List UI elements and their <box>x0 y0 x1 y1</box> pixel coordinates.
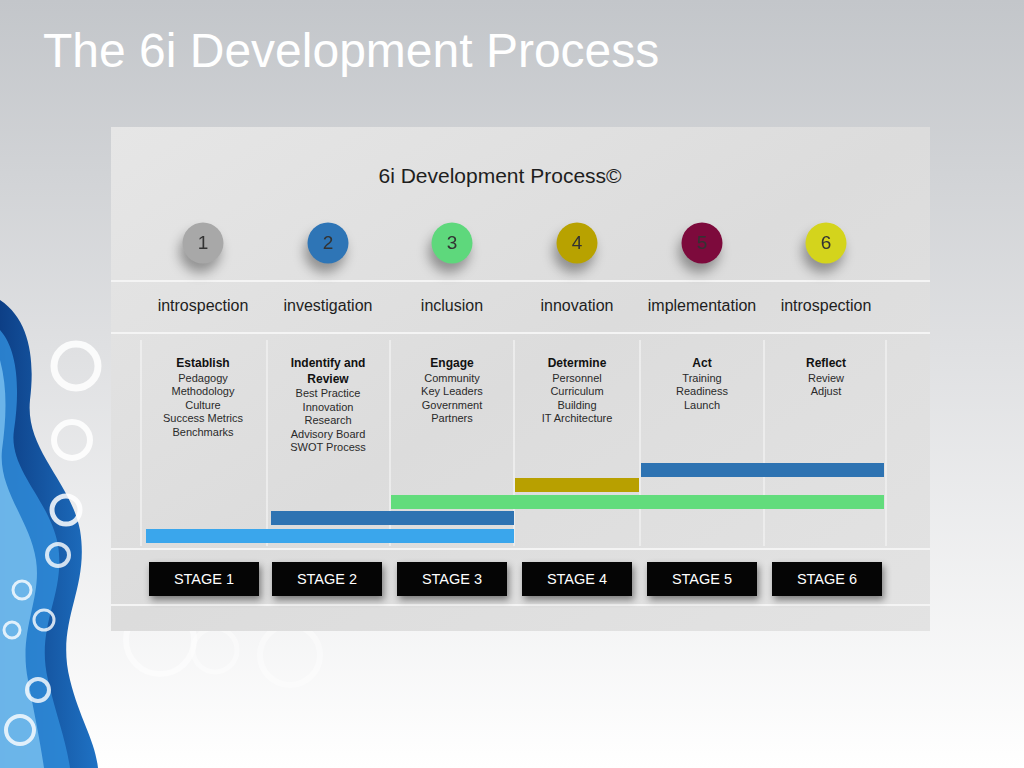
step-item: Innovation <box>278 401 378 415</box>
stage-box: STAGE 3 <box>397 562 507 596</box>
step-item: Advisory Board <box>278 428 378 442</box>
stage-box: STAGE 4 <box>522 562 632 596</box>
step-details: Indentify and ReviewBest PracticeInnovat… <box>278 356 378 455</box>
circle-shape <box>432 223 473 264</box>
step-heading: Establish <box>147 356 259 372</box>
step-heading: Reflect <box>770 356 882 372</box>
step-details: EstablishPedagogyMethodologyCultureSucce… <box>147 356 259 439</box>
step-item: Partners <box>396 412 508 426</box>
slide-title: The 6i Development Process <box>43 22 659 80</box>
step-circle: 4 <box>556 222 598 264</box>
step-item: Benchmarks <box>147 426 259 440</box>
stage-label: STAGE 3 <box>422 571 482 587</box>
panel-heading: 6i Development Process© <box>290 163 710 189</box>
step-number: 1 <box>182 222 224 264</box>
step-item: Adjust <box>770 385 882 399</box>
step-heading: Determine <box>521 356 633 372</box>
step-item: Curriculum <box>521 385 633 399</box>
phase-name: implementation <box>640 296 764 316</box>
step-item: Methodology <box>147 385 259 399</box>
step-heading: Act <box>646 356 758 372</box>
step-details: EngageCommunityKey LeadersGovernmentPart… <box>396 356 508 426</box>
step-item: Building <box>521 399 633 413</box>
circle-shape <box>682 223 723 264</box>
step-number: 5 <box>681 222 723 264</box>
step-item: Personnel <box>521 372 633 386</box>
step-circle: 6 <box>805 222 847 264</box>
step-circle: 2 <box>307 222 349 264</box>
stage-box: STAGE 6 <box>772 562 882 596</box>
step-circle: 5 <box>681 222 723 264</box>
phase-name: innovation <box>515 296 639 316</box>
stage-label: STAGE 6 <box>797 571 857 587</box>
step-number: 6 <box>805 222 847 264</box>
step-details: DeterminePersonnelCurriculumBuildingIT A… <box>521 356 633 426</box>
step-number: 2 <box>307 222 349 264</box>
step-item: IT Architecture <box>521 412 633 426</box>
step-item: Review <box>770 372 882 386</box>
stage-box: STAGE 1 <box>149 562 259 596</box>
step-details: ActTrainingReadinessLaunch <box>646 356 758 412</box>
circle-shape <box>308 223 349 264</box>
step-item: Success Metrics <box>147 412 259 426</box>
step-item: Readiness <box>646 385 758 399</box>
step-circle: 1 <box>182 222 224 264</box>
step-circle: 3 <box>431 222 473 264</box>
phase-name: introspection <box>141 296 265 316</box>
phase-name: investigation <box>266 296 390 316</box>
step-item: Pedagogy <box>147 372 259 386</box>
step-item: Launch <box>646 399 758 413</box>
circle-shape <box>806 223 847 264</box>
timeline-bars <box>146 463 884 543</box>
step-details: ReflectReviewAdjust <box>770 356 882 399</box>
phase-name: inclusion <box>390 296 514 316</box>
diagram-panel <box>111 127 930 631</box>
step-item: Community <box>396 372 508 386</box>
step-number: 3 <box>431 222 473 264</box>
circle-shape <box>183 223 224 264</box>
stage-label: STAGE 2 <box>297 571 357 587</box>
step-heading: Engage <box>396 356 508 372</box>
step-number: 4 <box>556 222 598 264</box>
stage-box: STAGE 2 <box>272 562 382 596</box>
phase-name: introspection <box>764 296 888 316</box>
step-item: Government <box>396 399 508 413</box>
step-item: Culture <box>147 399 259 413</box>
step-item: SWOT Process <box>278 441 378 455</box>
step-item: Research <box>278 414 378 428</box>
stage-label: STAGE 4 <box>547 571 607 587</box>
stage-box: STAGE 5 <box>647 562 757 596</box>
circle-shape <box>557 223 598 264</box>
step-item: Best Practice <box>278 387 378 401</box>
step-item: Key Leaders <box>396 385 508 399</box>
stage-label: STAGE 5 <box>672 571 732 587</box>
step-item: Training <box>646 372 758 386</box>
step-heading: Indentify and Review <box>278 356 378 387</box>
stage-label: STAGE 1 <box>174 571 234 587</box>
